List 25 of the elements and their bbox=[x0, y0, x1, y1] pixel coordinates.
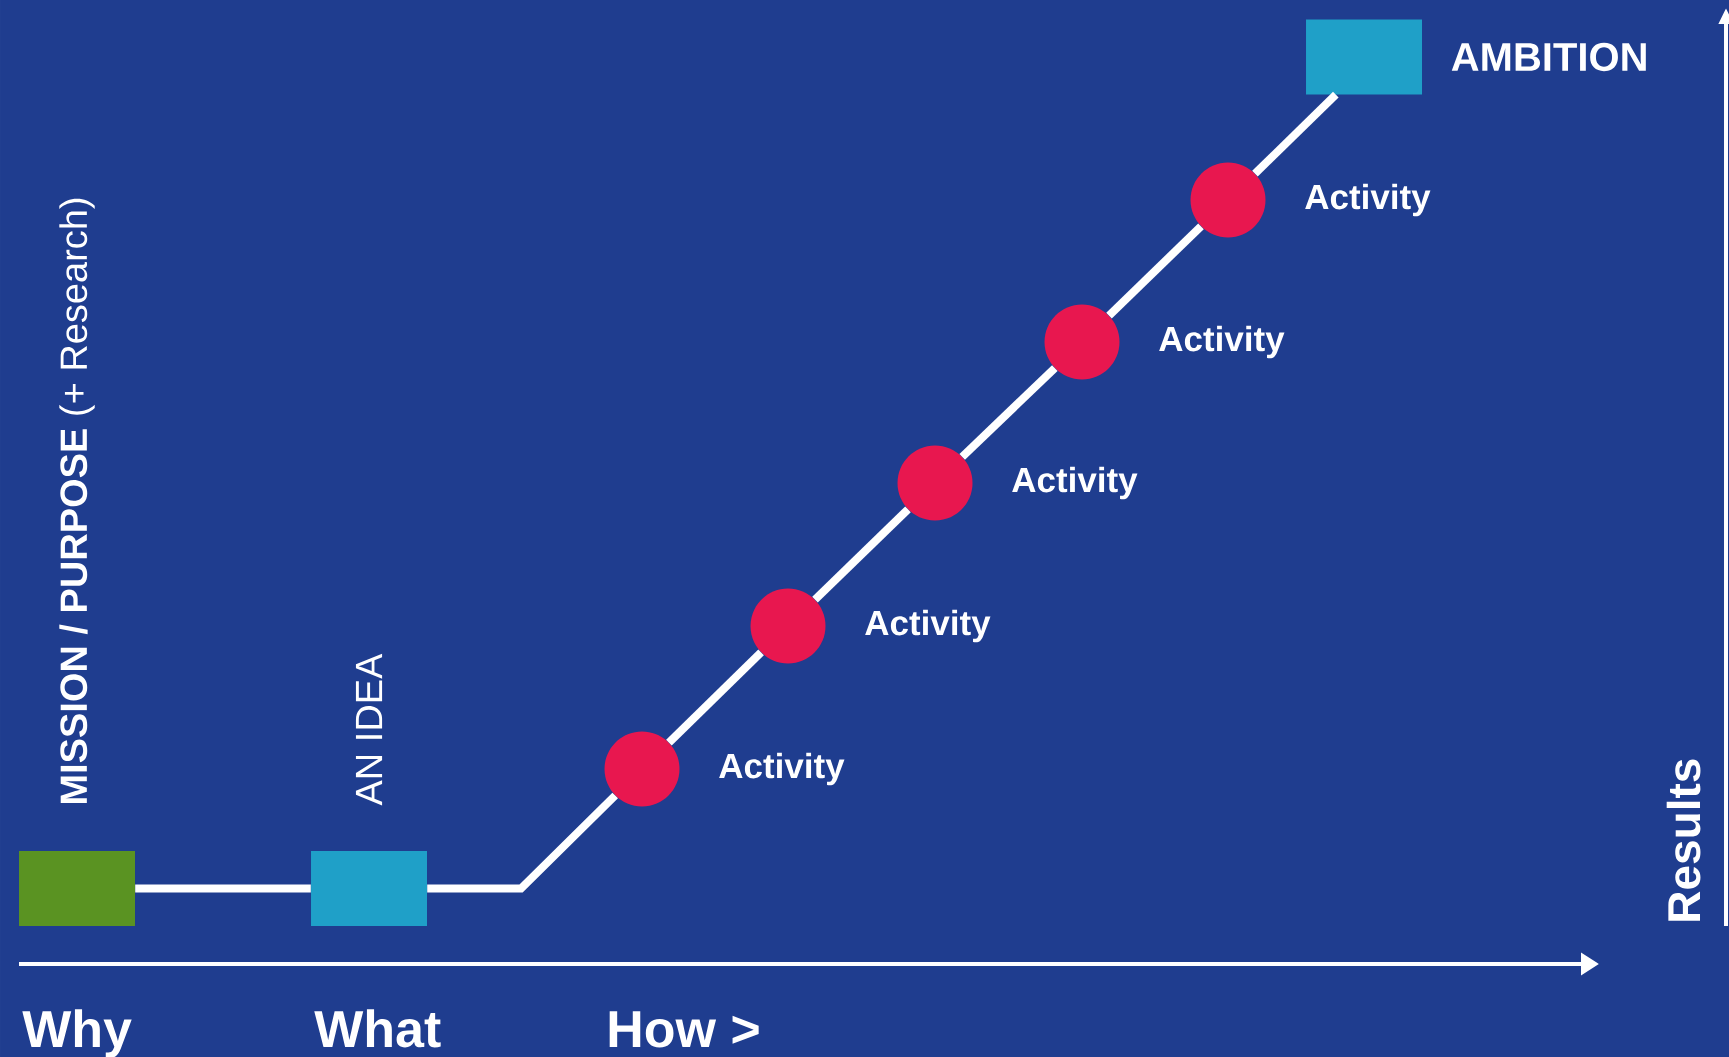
activity-label: Activity bbox=[1305, 183, 1431, 217]
activity-label: Activity bbox=[719, 752, 845, 786]
axis-label: Results bbox=[1666, 759, 1701, 921]
connector-line bbox=[1252, 91, 1339, 177]
axis-label: What bbox=[314, 1009, 441, 1048]
connector-line bbox=[666, 649, 764, 746]
ambition-box: AMBITION bbox=[1306, 19, 1646, 95]
idea-box: AN IDEA bbox=[311, 653, 427, 926]
activity-label: Activity bbox=[1012, 466, 1138, 500]
node-label: AN IDEA bbox=[355, 653, 383, 806]
axis-label: How > bbox=[609, 1011, 759, 1048]
axis-label: Why bbox=[22, 1009, 132, 1057]
activity-dot bbox=[604, 731, 680, 807]
activity-label: Activity bbox=[865, 609, 991, 643]
connector-line bbox=[812, 506, 911, 603]
connector-line bbox=[1106, 223, 1204, 319]
node-label: AMBITION bbox=[1451, 42, 1646, 72]
activity-dot bbox=[750, 588, 826, 664]
activity-label: Activity bbox=[1159, 325, 1285, 359]
activity-dot bbox=[897, 445, 973, 521]
mission-box: MISSION / PURPOSE (+ Research) bbox=[19, 198, 135, 926]
activity-dot bbox=[1190, 162, 1266, 238]
activity-dot bbox=[1044, 304, 1120, 380]
connector-line bbox=[959, 365, 1058, 460]
node-label: MISSION / PURPOSE (+ Research) bbox=[59, 198, 95, 804]
